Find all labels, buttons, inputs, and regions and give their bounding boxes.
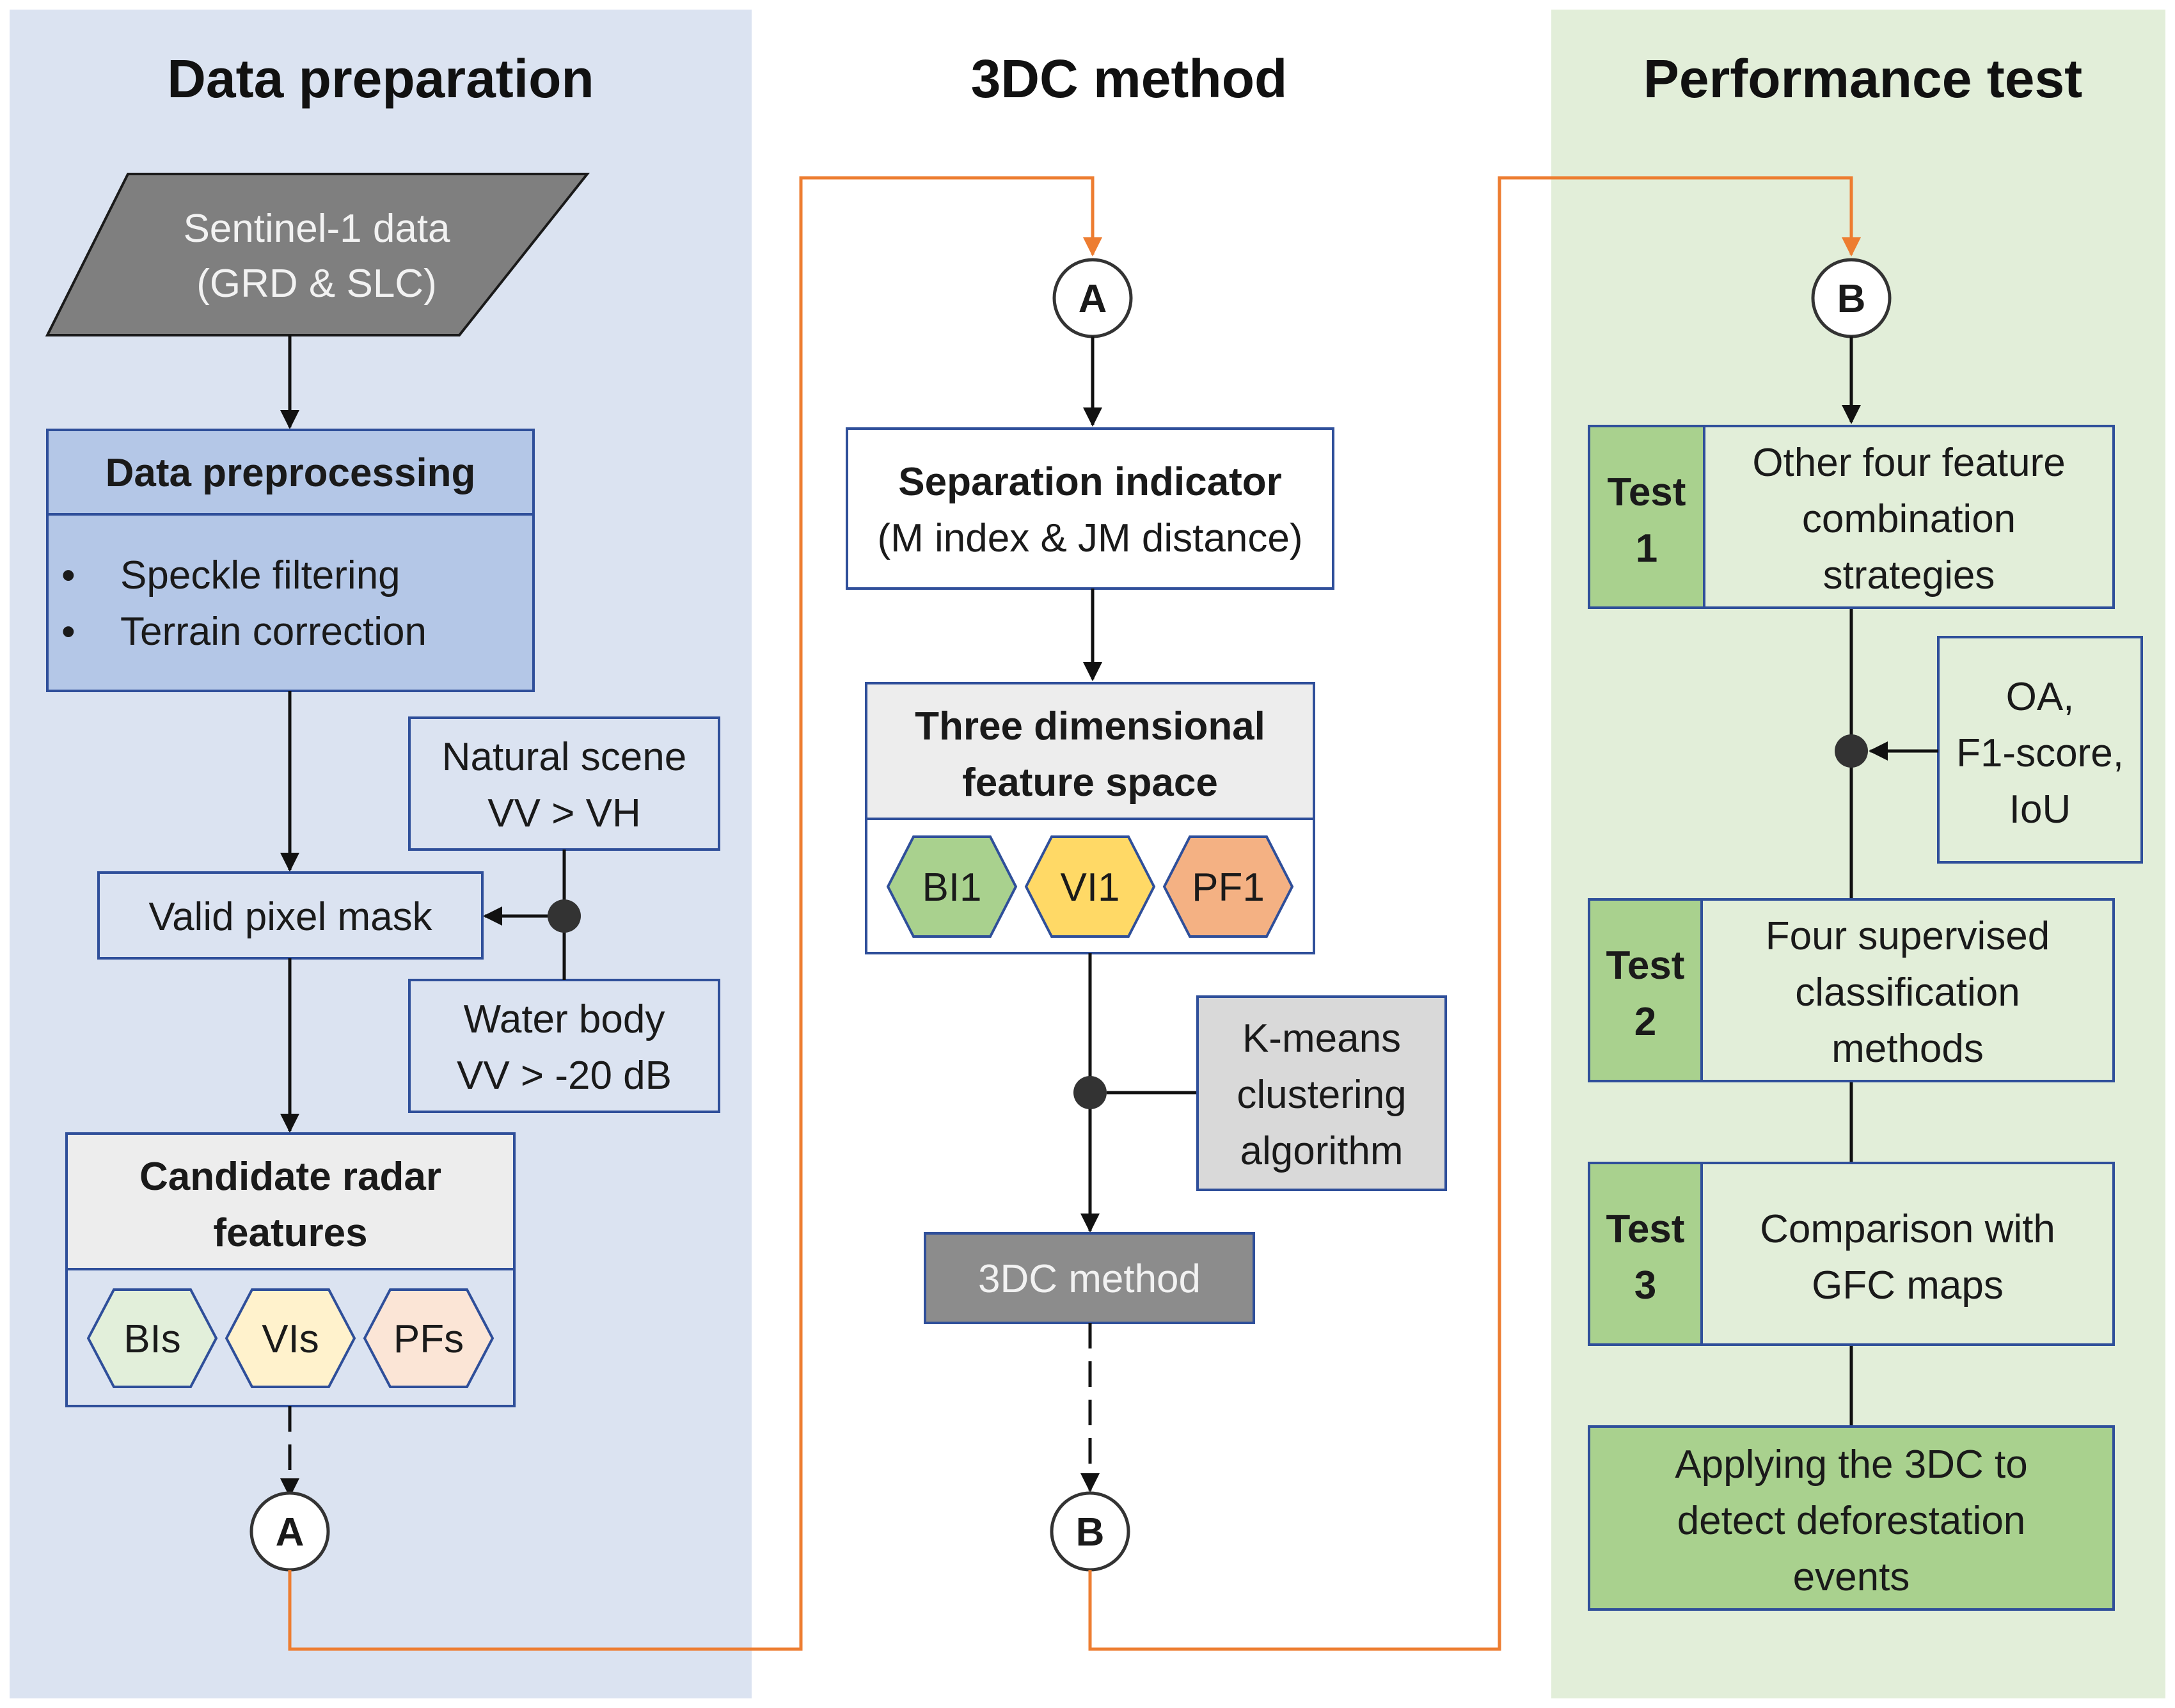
test3-line-2: GFC maps	[1812, 1263, 2004, 1308]
candidate-header-fill	[68, 1135, 513, 1268]
test3-tag-line-2: 3	[1634, 1263, 1656, 1308]
final-line-3: events	[1793, 1555, 1910, 1599]
water-body-line-1: Water body	[464, 997, 665, 1041]
junction-dot-kmeans	[1073, 1076, 1107, 1109]
test2-tag-line-1: Test	[1606, 944, 1685, 988]
feature-space-title-line-1: Three dimensional	[915, 704, 1265, 748]
metrics-box	[1937, 636, 2143, 864]
data-preprocessing-title: Data preprocessing	[106, 451, 476, 495]
candidate-title-line-2: features	[213, 1211, 367, 1255]
connector-b-bottom-label: B	[1076, 1510, 1105, 1554]
hexagon-bi1	[886, 835, 1018, 938]
metrics-line-1: OA,	[2006, 675, 2075, 719]
bullet-terrain-correction: Terrain correction	[120, 610, 427, 654]
final-line-1: Applying the 3DC to	[1675, 1443, 2027, 1487]
hexagon-pfs	[363, 1288, 494, 1388]
3dc-method-box	[924, 1232, 1255, 1324]
valid-pixel-mask-label: Valid pixel mask	[148, 895, 432, 939]
test1-line-3: strategies	[1823, 553, 1995, 597]
bullet-dot-1: •	[61, 553, 75, 597]
3dc-method-label: 3DC method	[978, 1257, 1201, 1301]
flow-line-b	[1088, 176, 1861, 1651]
kmeans-line-1: K-means	[1242, 1016, 1401, 1061]
final-application-box	[1588, 1425, 2115, 1611]
hexagon-bis-label: BIs	[123, 1317, 181, 1361]
input-line-1: Sentinel-1 data	[183, 207, 450, 251]
test1-tag-line-2: 1	[1636, 526, 1657, 571]
junction-dot-metrics	[1835, 734, 1868, 768]
connector-a-top-label: A	[1079, 277, 1107, 321]
bullet-speckle-filtering: Speckle filtering	[120, 553, 400, 597]
natural-scene-line-1: Natural scene	[442, 735, 687, 779]
feature-space-header-fill	[867, 684, 1313, 818]
candidate-title-line-1: Candidate radar	[139, 1155, 441, 1199]
connector-b-top-label: B	[1837, 277, 1866, 321]
column-title-performance-test: Performance test	[1643, 49, 2082, 109]
column-title-3dc-method: 3DC method	[971, 49, 1288, 109]
connector-a-bottom-label: A	[276, 1510, 304, 1554]
hexagon-pfs-label: PFs	[393, 1317, 464, 1361]
metrics-line-3: IoU	[2009, 787, 2071, 832]
test1-tag-line-1: Test	[1608, 470, 1686, 514]
test2-line-3: methods	[1831, 1027, 1984, 1071]
test3-line-1: Comparison with	[1760, 1207, 2055, 1251]
junction-dot-mask	[548, 899, 581, 933]
kmeans-box	[1196, 995, 1447, 1191]
hexagon-bi1-label: BI1	[922, 866, 981, 910]
test1-tag	[1588, 425, 1705, 609]
kmeans-line-3: algorithm	[1240, 1129, 1404, 1173]
column-title-data-preparation: Data preparation	[167, 49, 594, 109]
input-sentinel-1-data	[45, 173, 590, 336]
hexagon-vis-label: VIs	[262, 1317, 319, 1361]
flow-line-a	[288, 176, 1102, 1651]
test1-line-2: combination	[1802, 497, 2016, 541]
separation-indicator-subtitle: (M index & JM distance)	[878, 516, 1303, 560]
test3-tag-line-1: Test	[1606, 1207, 1685, 1251]
separation-indicator-box	[846, 427, 1334, 590]
test3-tag	[1588, 1162, 1703, 1346]
separation-indicator-title: Separation indicator	[898, 460, 1281, 504]
metrics-line-2: F1-score,	[1956, 731, 2124, 775]
test2-tag	[1588, 898, 1703, 1082]
final-line-2: detect deforestation	[1677, 1499, 2026, 1543]
input-line-2: (GRD & SLC)	[196, 262, 436, 306]
hexagon-pf1-label: PF1	[1192, 866, 1265, 910]
water-body-line-2: VV > -20 dB	[457, 1054, 672, 1098]
hexagon-bis	[86, 1288, 218, 1388]
natural-scene-line-2: VV > VH	[487, 791, 641, 835]
hexagon-vi1-label: VI1	[1060, 866, 1119, 910]
test2-tag-line-2: 2	[1634, 1000, 1656, 1044]
water-body-box	[408, 979, 720, 1113]
valid-pixel-mask-box	[97, 871, 484, 960]
hexagon-vi1	[1024, 835, 1156, 938]
test2-line-1: Four supervised	[1766, 914, 2050, 958]
test2-line-2: classification	[1795, 970, 2020, 1015]
kmeans-line-2: clustering	[1237, 1073, 1406, 1117]
feature-space-title-line-2: feature space	[962, 761, 1218, 805]
test1-line-1: Other four feature	[1752, 441, 2065, 485]
hexagon-vis	[225, 1288, 356, 1388]
bullet-dot-2: •	[61, 610, 75, 654]
hexagon-pf1	[1162, 835, 1294, 938]
